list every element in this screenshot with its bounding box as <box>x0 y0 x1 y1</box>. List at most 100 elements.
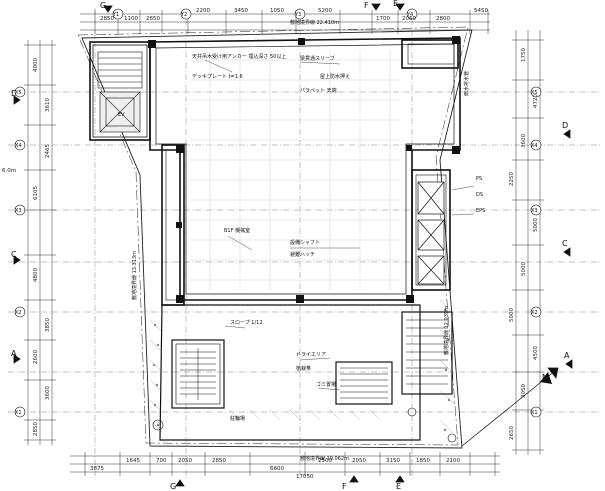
grid-label-right-1: X5 <box>531 90 538 96</box>
site-boundary-left-label: 敷地境界線 13.313m <box>131 251 138 300</box>
section-mark-right-a: A <box>564 351 570 360</box>
dim-left-3: 2465 <box>45 144 51 158</box>
nw-core-stair <box>97 51 143 133</box>
south-outline <box>159 304 453 441</box>
dim-top-11: 5450 <box>474 8 488 14</box>
structural-columns <box>148 36 460 303</box>
grid-label-left-1: X5 <box>15 90 22 96</box>
dim-left-1: 4000 <box>33 58 39 72</box>
landscape-dots <box>152 308 451 432</box>
dim-bottom-8: 2050 <box>352 458 366 464</box>
section-mark-left-d: D <box>11 89 17 98</box>
dim-top-7: 5200 <box>318 8 332 14</box>
south-stair-south-west <box>180 348 216 400</box>
annotation-4: 屋上防水押え <box>320 73 350 80</box>
section-mark-right-c: C <box>562 239 568 248</box>
annotation-11: DS <box>476 192 483 198</box>
site-boundary-top-label: 敷地境界線 22.410m <box>290 19 339 26</box>
landscape-hatch <box>149 299 455 435</box>
section-mark-bottom-e: E <box>396 482 401 491</box>
dim-top-8: 1700 <box>376 16 390 22</box>
dim-top-4: 2200 <box>196 8 210 14</box>
dim-left-misc: 6.0m <box>2 168 16 174</box>
dim-bottom-3: 700 <box>156 458 167 464</box>
dim-right-3: 3600 <box>521 134 527 148</box>
dim-bottom-4: 2050 <box>178 458 192 464</box>
south-stair-east <box>406 319 448 385</box>
section-mark-left-c: C <box>11 250 17 259</box>
dim-bottom-5: 2850 <box>212 458 226 464</box>
dim-left-9: 2850 <box>33 422 39 436</box>
section-mark-top-g: G <box>100 1 106 10</box>
grid-label-left-5: X1 <box>15 410 22 416</box>
dim-right-8: 4500 <box>533 346 539 360</box>
north-arrow <box>461 367 559 447</box>
dim-bottom-2: 1645 <box>126 458 140 464</box>
grid-label-right-5: X1 <box>531 410 538 416</box>
grid-bubbles <box>14 8 542 418</box>
site-boundary-bottom-label: 敷地境界線 19.062m <box>300 455 349 462</box>
dim-bottom-10: 1850 <box>416 458 430 464</box>
east-elevator-shafts <box>417 181 445 285</box>
dim-top-2: 1100 <box>124 16 138 22</box>
grid-label-right-2: X4 <box>531 143 538 149</box>
dim-bottom-1: 3875 <box>90 466 104 472</box>
floor-stipple <box>190 50 400 290</box>
grid-label-right-3: X3 <box>531 208 538 214</box>
dim-top-6: 1050 <box>270 8 284 14</box>
south-stair-center <box>340 367 388 399</box>
grid-label-top-3: Y3 <box>294 12 301 18</box>
annotation-3: 梁貫通スリーブ <box>300 55 335 62</box>
dim-right-1: 1750 <box>521 48 527 62</box>
dim-left-2: 3610 <box>45 98 51 112</box>
north-arrow-icon <box>540 372 552 384</box>
annotation-17: ゴミ置場 <box>316 381 336 388</box>
grid-label-right-4: X2 <box>531 310 538 316</box>
dim-right-6: 5000 <box>521 262 527 276</box>
dim-right-5: 5000 <box>533 218 539 232</box>
dim-right-4: 2250 <box>509 172 515 186</box>
annotation-7: EV <box>118 112 125 118</box>
annotation-15: ドライエリア <box>296 352 326 358</box>
site-boundary <box>77 26 473 449</box>
section-mark-top-f: F <box>364 1 369 10</box>
dim-right-2: 4720 <box>533 94 539 108</box>
section-mark-right-d: D <box>562 121 568 130</box>
section-mark-top-e: E <box>393 0 398 8</box>
annotation-12: EPS <box>476 208 485 214</box>
dim-bottom-6: 6600 <box>270 466 284 472</box>
section-mark-left-a: A <box>11 349 17 358</box>
dim-top-5: 3450 <box>234 8 248 14</box>
north-label: N <box>542 373 548 382</box>
dim-bottom-total: 17050 <box>296 474 314 480</box>
dim-top-1: 2850 <box>100 16 114 22</box>
dim-left-6: 3850 <box>45 318 51 332</box>
annotation-10: PS <box>476 176 482 182</box>
annotation-18: 駐輪場 <box>230 415 245 422</box>
dim-top-3: 2650 <box>146 16 160 22</box>
section-mark-bottom-f: F <box>342 482 347 491</box>
annotation-5: パラペット 天端 <box>300 87 337 94</box>
annotation-14: スロープ 1/12 <box>230 320 263 326</box>
dim-left-5: 4800 <box>33 268 39 282</box>
dim-bottom-9: 3150 <box>386 458 400 464</box>
dim-top-10: 2800 <box>436 16 450 22</box>
grid-label-left-4: X2 <box>15 310 22 316</box>
dimension-lines <box>24 10 544 476</box>
site-boundary-right-label: 敷地境界線 12.039m <box>443 306 450 355</box>
dim-right-9: 3050 <box>521 384 527 398</box>
grid-label-top-4: Y4 <box>406 12 413 18</box>
dim-top-9: 2050 <box>402 16 416 22</box>
dim-right-7: 5000 <box>509 308 515 322</box>
planters <box>152 407 457 443</box>
dim-bottom-7: 2500 <box>318 458 332 464</box>
annotation-2: デッキプレート t=1.6 <box>192 73 243 80</box>
grid-label-left-2: X4 <box>15 143 22 149</box>
section-mark-bottom-g: G <box>170 482 176 491</box>
grid-label-left-3: X3 <box>15 208 22 214</box>
annotation-6: B1F 機械室 <box>224 227 250 234</box>
annotation-9: 避難ハッチ <box>290 251 315 258</box>
annotation-8: 設備シャフト <box>290 239 320 246</box>
dim-right-10: 2650 <box>509 426 515 440</box>
